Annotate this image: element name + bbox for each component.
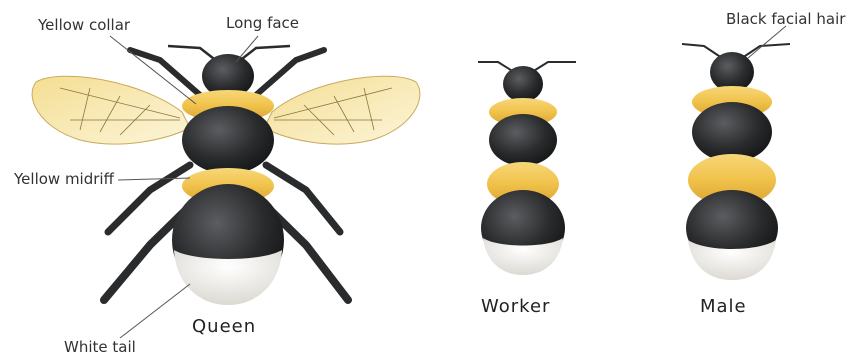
male-bee bbox=[682, 44, 790, 280]
worker-head bbox=[503, 66, 543, 102]
caption-worker: Worker bbox=[481, 296, 550, 317]
label-long-face: Long face bbox=[226, 14, 299, 32]
queen-left-wing bbox=[32, 76, 190, 144]
label-white-tail: White tail bbox=[64, 338, 136, 356]
caption-male: Male bbox=[700, 296, 747, 317]
leader-yellow-midriff bbox=[118, 178, 190, 180]
male-thorax bbox=[692, 102, 772, 162]
leader-white-tail bbox=[120, 284, 190, 338]
label-black-facial-hair: Black facial hair bbox=[726, 10, 845, 28]
queen-thorax bbox=[182, 106, 274, 174]
label-yellow-midriff: Yellow midriff bbox=[14, 170, 114, 188]
worker-thorax bbox=[489, 114, 557, 166]
label-yellow-collar: Yellow collar bbox=[38, 16, 130, 34]
worker-bee bbox=[478, 62, 576, 275]
caption-queen: Queen bbox=[192, 316, 256, 337]
queen-right-wing bbox=[264, 76, 420, 144]
leader-black-facial-hair bbox=[748, 26, 786, 58]
